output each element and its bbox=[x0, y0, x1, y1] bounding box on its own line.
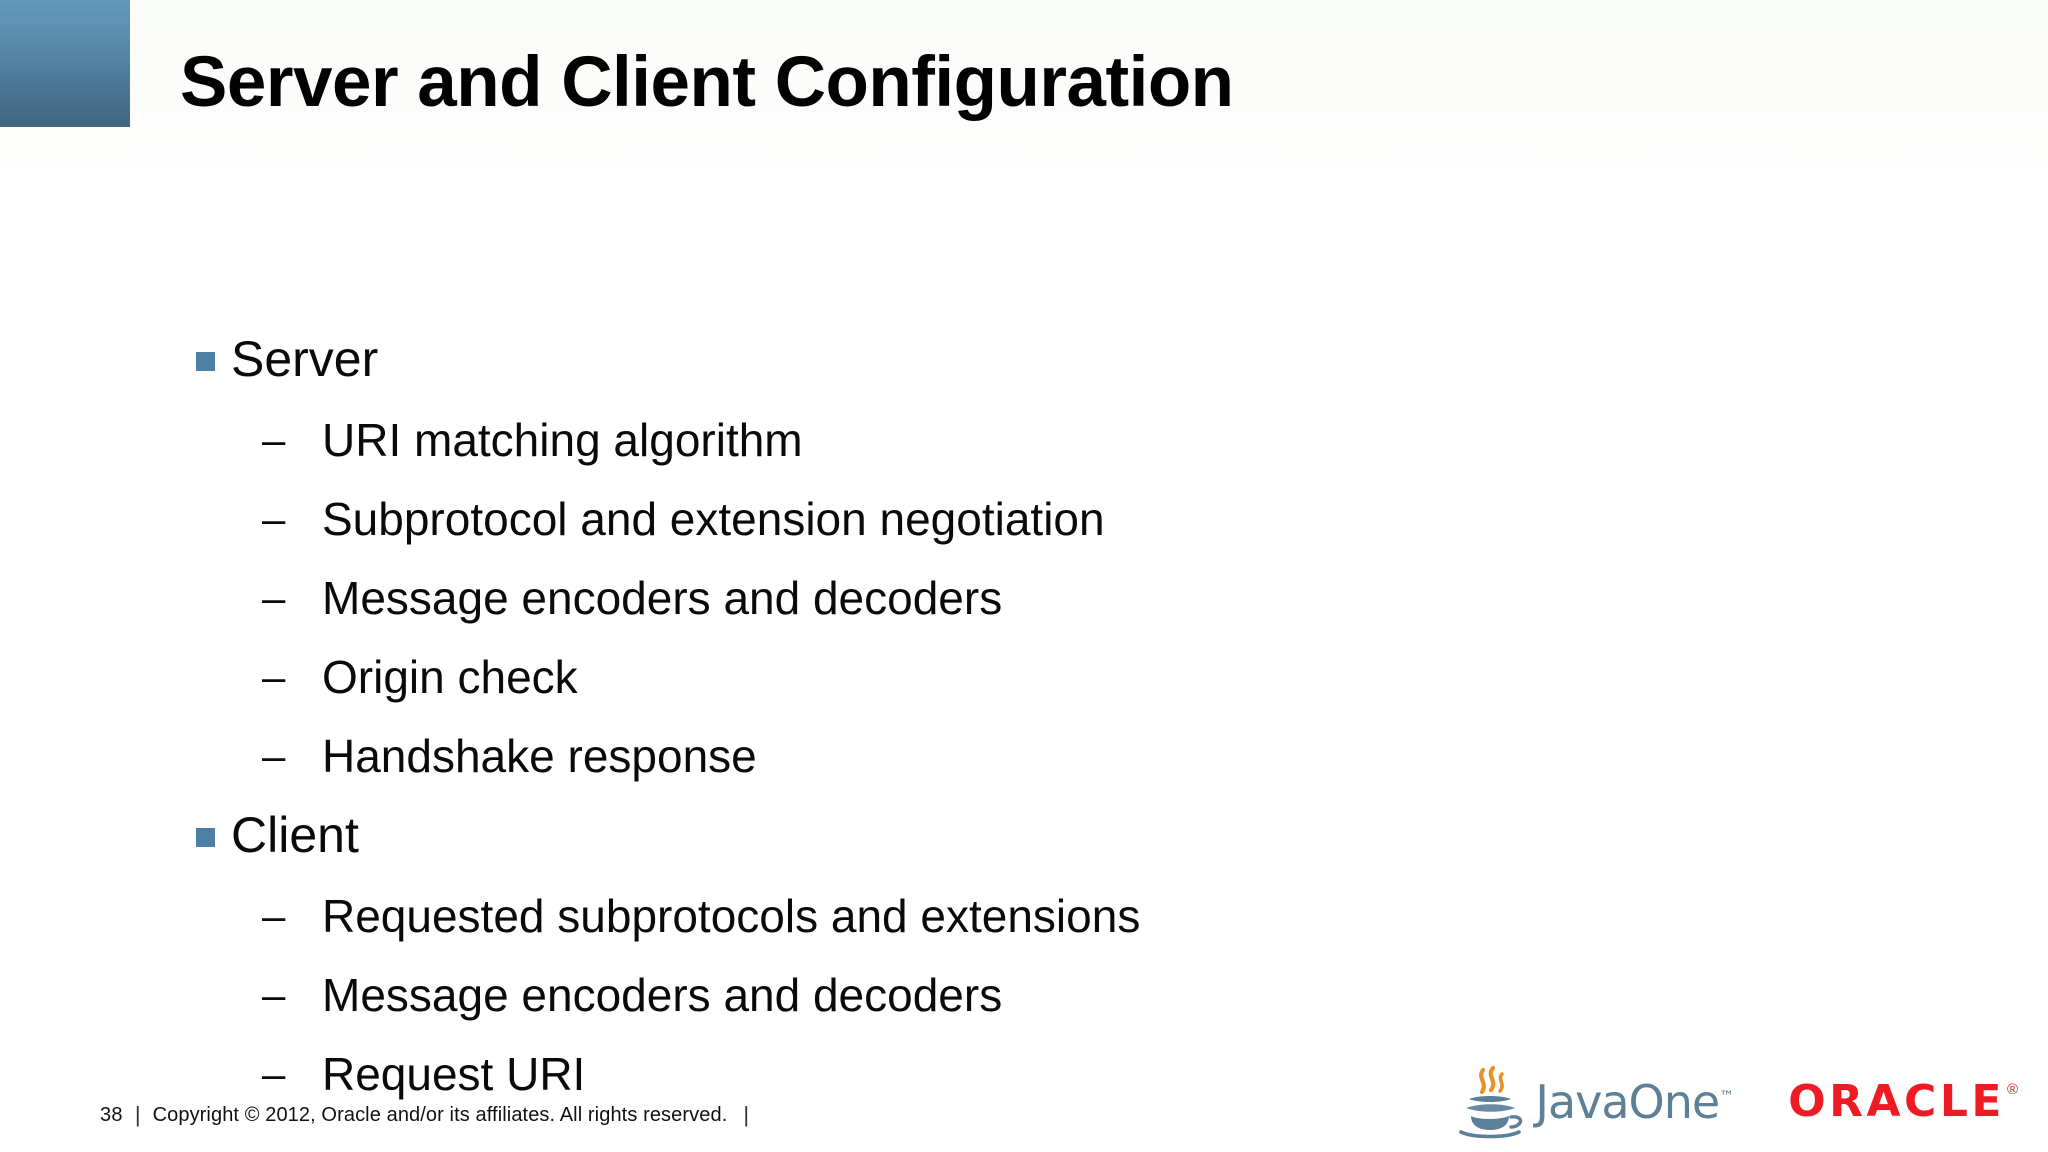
bullet-level2-label: Request URI bbox=[322, 1048, 586, 1100]
dash-bullet-icon: – bbox=[262, 732, 286, 779]
bullet-level2-label: URI matching algorithm bbox=[322, 414, 803, 466]
bullet-level2-label: Handshake response bbox=[322, 730, 757, 782]
footer-separator: | bbox=[134, 1102, 141, 1127]
bullet-level1-label: Server bbox=[231, 331, 379, 387]
bullet-level2: – Message encoders and decoders bbox=[0, 569, 2048, 648]
bullet-level2: – Requested subprotocols and extensions bbox=[0, 887, 2048, 966]
square-bullet-icon bbox=[196, 828, 215, 847]
slide-number: 38 bbox=[100, 1103, 123, 1126]
header-band bbox=[0, 0, 2048, 166]
bullet-level2: – Request URI bbox=[0, 1045, 2048, 1124]
slide-footer: 38 | Copyright © 2012, Oracle and/or its… bbox=[100, 1102, 749, 1128]
bullet-level2: – Handshake response bbox=[0, 727, 2048, 806]
corner-accent-block bbox=[0, 0, 130, 127]
dash-bullet-icon: – bbox=[262, 653, 286, 700]
copyright-text: Copyright © 2012, Oracle and/or its affi… bbox=[152, 1103, 728, 1126]
square-bullet-icon bbox=[196, 352, 215, 371]
dash-bullet-icon: – bbox=[262, 971, 286, 1018]
bullet-level2-label: Message encoders and decoders bbox=[322, 572, 1003, 624]
dash-bullet-icon: – bbox=[262, 495, 286, 542]
oracle-logo: ORACLE ® bbox=[1788, 1080, 2018, 1124]
dash-bullet-icon: – bbox=[262, 574, 286, 621]
dash-bullet-icon: – bbox=[262, 1050, 286, 1097]
java-coffee-cup-icon bbox=[1459, 1065, 1523, 1139]
footer-trailing-separator: | bbox=[743, 1102, 750, 1127]
javaone-word-text: JavaOne bbox=[1535, 1075, 1720, 1129]
bullet-level2-label: Origin check bbox=[322, 651, 578, 703]
bullet-level1: Server bbox=[0, 330, 2048, 411]
bullet-level1-label: Client bbox=[231, 807, 359, 863]
dash-bullet-icon: – bbox=[262, 416, 286, 463]
logo-area: JavaOne™ ORACLE ® bbox=[1453, 1064, 2018, 1140]
dash-bullet-icon: – bbox=[262, 892, 286, 939]
registered-symbol: ® bbox=[2006, 1081, 2018, 1098]
javaone-logo: JavaOne™ bbox=[1453, 1064, 1734, 1140]
javaone-wordmark: JavaOne™ bbox=[1535, 1079, 1734, 1125]
oracle-wordmark: ORACLE bbox=[1788, 1076, 2005, 1127]
bullet-level2: – Subprotocol and extension negotiation bbox=[0, 490, 2048, 569]
trademark-symbol: ™ bbox=[1719, 1087, 1735, 1106]
bullet-level2: – Message encoders and decoders bbox=[0, 966, 2048, 1045]
page-title: Server and Client Configuration bbox=[180, 43, 1234, 122]
bullet-level2-label: Message encoders and decoders bbox=[322, 969, 1003, 1021]
bullet-level2-label: Requested subprotocols and extensions bbox=[322, 890, 1141, 942]
bullet-level2: – Origin check bbox=[0, 648, 2048, 727]
bullet-level1: Client bbox=[0, 806, 2048, 887]
bullet-level2-label: Subprotocol and extension negotiation bbox=[322, 493, 1105, 545]
header-divider bbox=[0, 165, 2048, 167]
slide-body: Server – URI matching algorithm – Subpro… bbox=[0, 330, 2048, 1124]
bullet-level2: – URI matching algorithm bbox=[0, 411, 2048, 490]
